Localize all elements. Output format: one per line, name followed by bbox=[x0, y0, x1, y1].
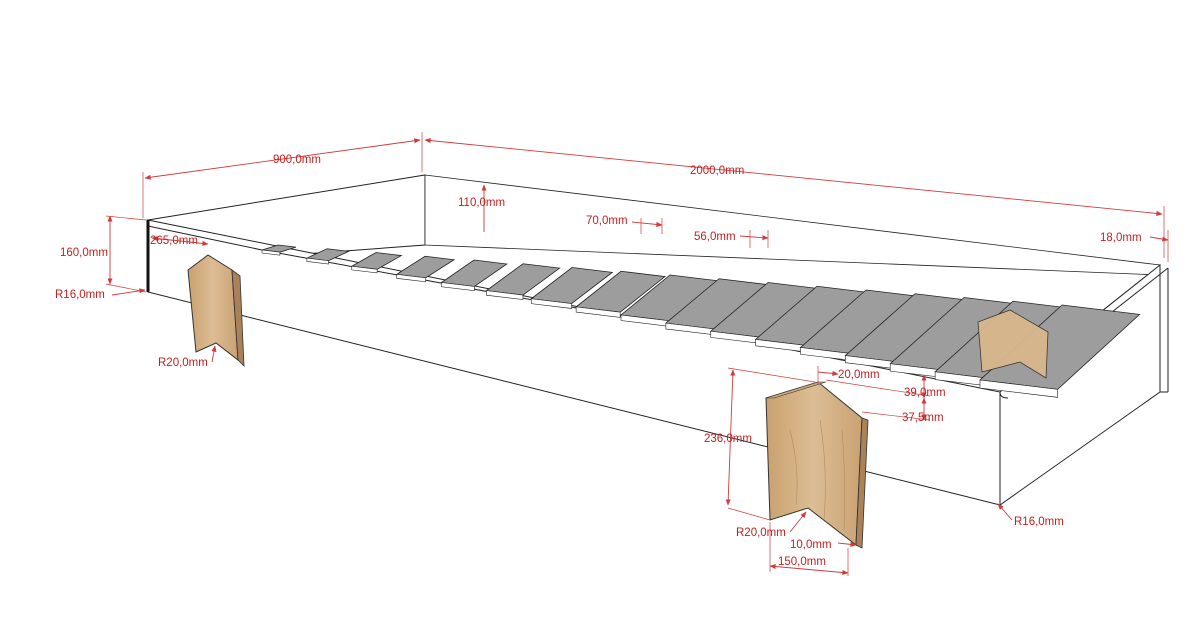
dim-notch-radius-left-label: R20,0mm bbox=[158, 357, 208, 369]
dim-leg-width-label: 150,0mm bbox=[778, 556, 826, 568]
dim-leg-step-label: 20,0mm bbox=[838, 369, 880, 381]
slat-front-face bbox=[979, 379, 1058, 398]
dim-corner-radius-left-label: R16,0mm bbox=[55, 289, 105, 301]
back-side-board bbox=[424, 174, 1161, 276]
dim-corner-radius-right-label: R16,0mm bbox=[1014, 516, 1064, 528]
dim-leg-offset-label: 265,0mm bbox=[150, 235, 198, 247]
dim-board-thickness-label: 18,0mm bbox=[1100, 232, 1142, 244]
slat bbox=[350, 252, 403, 270]
dimension-lines bbox=[105, 132, 1169, 576]
slat-front-face bbox=[351, 265, 378, 274]
dim-leg-height-label: 236,0mm bbox=[704, 433, 752, 445]
slat-front-face bbox=[575, 306, 621, 318]
slat-front-face bbox=[306, 257, 329, 265]
dimension-labels: 900,0mm 2000,0mm 110,0mm 70,0mm 56,0mm 1… bbox=[55, 154, 1142, 568]
dim-frame-height-label: 160,0mm bbox=[60, 247, 108, 259]
slat-front-face bbox=[530, 298, 572, 309]
dim-slat-width-label: 70,0mm bbox=[586, 215, 628, 227]
leg-inner bbox=[977, 309, 1049, 379]
dim-slat-gap-label: 56,0mm bbox=[694, 231, 736, 243]
dim-leg-thickness-label: 10,0mm bbox=[790, 539, 832, 551]
slat bbox=[395, 255, 456, 279]
slat-front-face bbox=[441, 282, 475, 292]
dim-notch-radius-right-label: R20,0mm bbox=[736, 527, 786, 539]
slat-front-face bbox=[261, 249, 281, 256]
dim-length-label: 2000,0mm bbox=[690, 165, 744, 177]
dim-width-label: 900,0mm bbox=[273, 154, 321, 166]
dim-leg-peak-label: 39,0mm bbox=[904, 387, 946, 399]
slat-front-face bbox=[396, 274, 427, 283]
leg-left bbox=[187, 254, 245, 368]
dim-leg-shoulder-label: 37,5mm bbox=[902, 412, 944, 424]
slat-front-face bbox=[486, 290, 524, 300]
leg-right bbox=[765, 381, 869, 549]
dim-side-height-label: 110,0mm bbox=[458, 197, 505, 209]
